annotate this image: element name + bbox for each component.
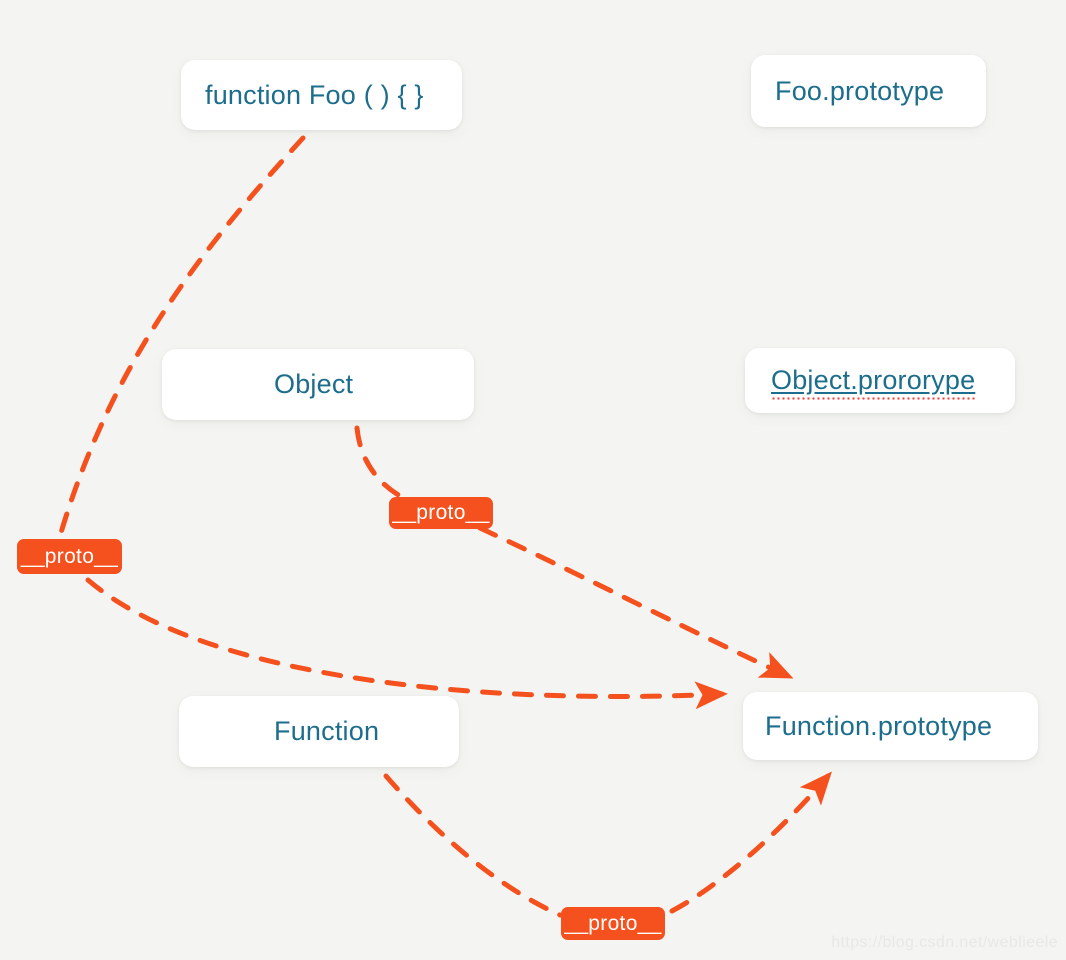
proto-pill-label: __proto__: [20, 544, 119, 568]
proto-pill-label: __proto__: [564, 911, 662, 935]
node-label-object: Object: [274, 369, 354, 399]
node-label-object-prototype: Object.prororype: [771, 365, 976, 400]
node-label-function-foo: function Foo ( ) { }: [205, 79, 424, 110]
edge-pill-function-to-function-prototype: [669, 771, 832, 914]
proto-pill-foo[interactable]: __proto__: [17, 539, 122, 574]
node-foo-prototype[interactable]: Foo.prototype: [751, 55, 986, 127]
node-label-function-prototype: Function.prototype: [765, 710, 993, 741]
node-object-prototype[interactable]: Object.prororype: [745, 348, 1015, 413]
node-label-function: Function: [274, 716, 380, 746]
edge-function-to-pill: [383, 773, 563, 918]
proto-pill-function[interactable]: __proto__: [561, 907, 665, 940]
node-function-foo[interactable]: function Foo ( ) { }: [181, 60, 462, 130]
node-function[interactable]: Function: [179, 696, 459, 767]
proto-pill-label: __proto__: [392, 501, 490, 524]
edge-foo-to-pill: [57, 135, 306, 539]
edge-object-to-pill: [354, 425, 405, 500]
node-object[interactable]: Object: [162, 349, 474, 420]
node-label-foo-prototype: Foo.prototype: [775, 75, 945, 106]
proto-pill-object[interactable]: __proto__: [389, 497, 493, 529]
edge-pill-object-to-function-prototype: [477, 525, 794, 679]
edge-pill-foo-to-function-prototype: [85, 577, 728, 710]
node-function-prototype[interactable]: Function.prototype: [743, 692, 1038, 760]
watermark: https://blog.csdn.net/weblieele: [831, 934, 1058, 951]
